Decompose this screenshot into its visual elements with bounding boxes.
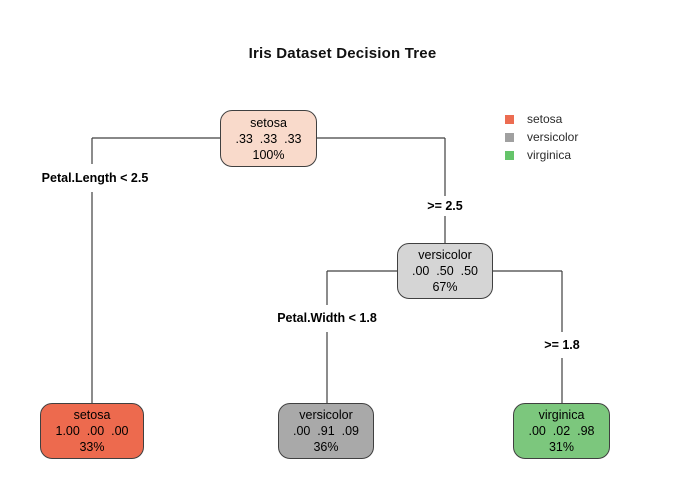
- node-coverage: 67%: [432, 280, 458, 294]
- node-probabilities: .00 .02 .98: [528, 424, 595, 438]
- node-probabilities: .00 .91 .09: [292, 424, 360, 438]
- node-class-label: setosa: [250, 115, 287, 130]
- node-probabilities: 1.00 .00 .00: [55, 424, 129, 438]
- node-coverage: 31%: [548, 440, 575, 454]
- split-label-ge-2-5: >= 2.5: [427, 199, 463, 213]
- legend-item-versicolor: versicolor: [505, 128, 578, 146]
- legend-item-virginica: virginica: [505, 146, 578, 164]
- node-root: setosa .33 .33 .33 100%: [220, 110, 317, 167]
- node-internal-versicolor: versicolor .00 .50 .50 67%: [397, 243, 493, 299]
- node-probabilities: .00 .50 .50: [411, 264, 479, 278]
- node-leaf-setosa: setosa 1.00 .00 .00 33%: [40, 403, 144, 459]
- chart-title: Iris Dataset Decision Tree: [248, 45, 437, 62]
- legend-label: virginica: [527, 148, 572, 162]
- node-leaf-virginica: virginica .00 .02 .98 31%: [513, 403, 610, 459]
- legend-label: versicolor: [527, 130, 579, 144]
- node-coverage: 33%: [79, 440, 105, 454]
- split-label-petal-width: Petal.Width < 1.8: [277, 311, 377, 325]
- split-label-petal-length: Petal.Length < 2.5: [41, 171, 149, 185]
- node-class-label: versicolor: [299, 408, 353, 422]
- legend-swatch-setosa: [505, 114, 514, 124]
- node-probabilities: .33 .33 .33: [235, 131, 302, 146]
- legend-swatch-versicolor: [505, 132, 514, 142]
- legend: setosa versicolor virginica: [505, 110, 578, 164]
- node-class-label: virginica: [538, 408, 585, 422]
- node-class-label: versicolor: [418, 248, 472, 262]
- node-class-label: setosa: [73, 408, 111, 422]
- legend-item-setosa: setosa: [505, 110, 578, 128]
- node-leaf-versicolor: versicolor .00 .91 .09 36%: [278, 403, 374, 459]
- legend-label: setosa: [527, 112, 563, 126]
- node-coverage: 36%: [313, 440, 339, 454]
- node-coverage: 100%: [252, 147, 285, 162]
- legend-swatch-virginica: [505, 150, 514, 160]
- split-label-ge-1-8: >= 1.8: [544, 338, 580, 352]
